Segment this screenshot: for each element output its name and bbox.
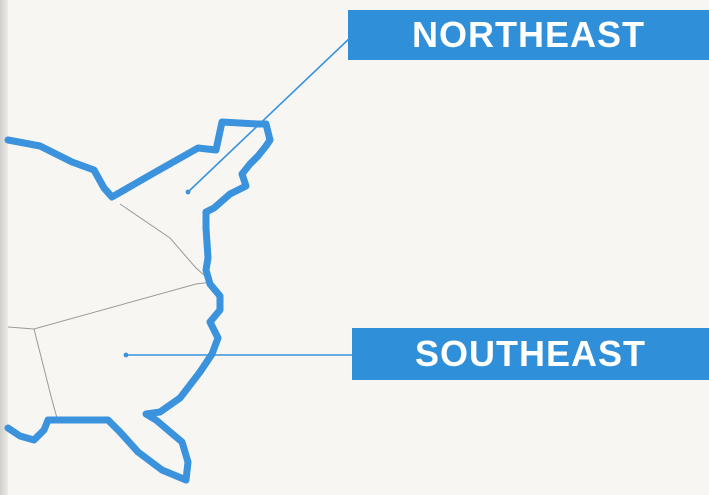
northeast-label: NORTHEAST — [348, 10, 709, 60]
southeast-interior-border-north — [7, 281, 213, 330]
coastline-outline — [4, 118, 274, 484]
northern-boundary — [4, 118, 274, 484]
leader-lines — [126, 35, 353, 356]
region-borders — [7, 203, 213, 419]
southeast-interior-border-west — [33, 328, 58, 419]
page-edge-shadow — [0, 0, 8, 495]
northeast-pointer-dot — [185, 189, 191, 195]
northeast-leader-line — [187, 35, 353, 193]
gulf-boundary-west — [4, 416, 190, 484]
southeast-pointer-dot — [123, 352, 129, 358]
northeast-southeast-border — [119, 203, 213, 283]
southeast-label: SOUTHEAST — [352, 328, 709, 380]
